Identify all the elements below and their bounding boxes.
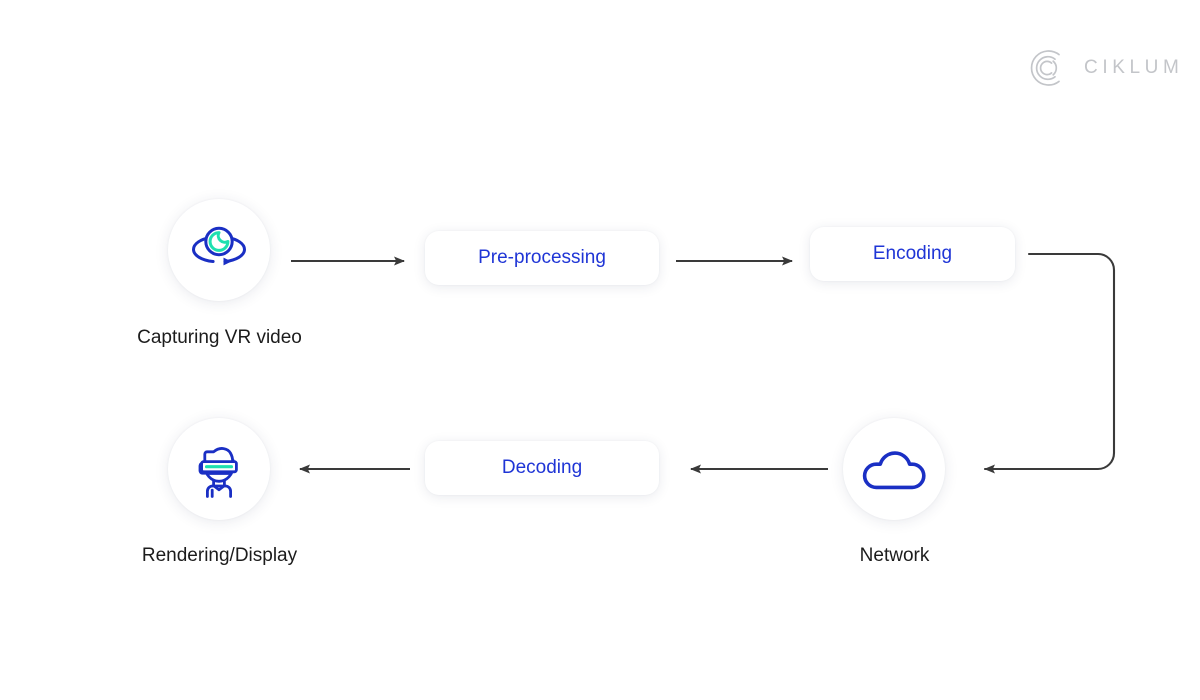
brand-wordmark: CIKLUM [1084,57,1184,78]
cloud-icon [860,444,928,494]
edge-encoding-to-network [983,252,1116,474]
node-rendering-display[interactable] [168,418,270,520]
brand-logo: CIKLUM [1028,48,1183,88]
caption-network: Network [859,545,930,566]
step-encoding[interactable]: Encoding [810,227,1015,281]
caption-rendering-display: Rendering/Display [141,545,298,566]
step-pre-processing[interactable]: Pre-processing [425,231,659,285]
caption-capturing-vr-video: Capturing VR video [137,327,302,348]
vr-360-camera-orbit-icon [186,220,252,280]
vr-headset-person-icon [187,437,251,501]
node-network[interactable] [843,418,945,520]
ciklum-concentric-c-logo-icon [1028,48,1068,88]
step-decoding[interactable]: Decoding [425,441,659,495]
node-capturing-vr-video[interactable] [168,199,270,301]
